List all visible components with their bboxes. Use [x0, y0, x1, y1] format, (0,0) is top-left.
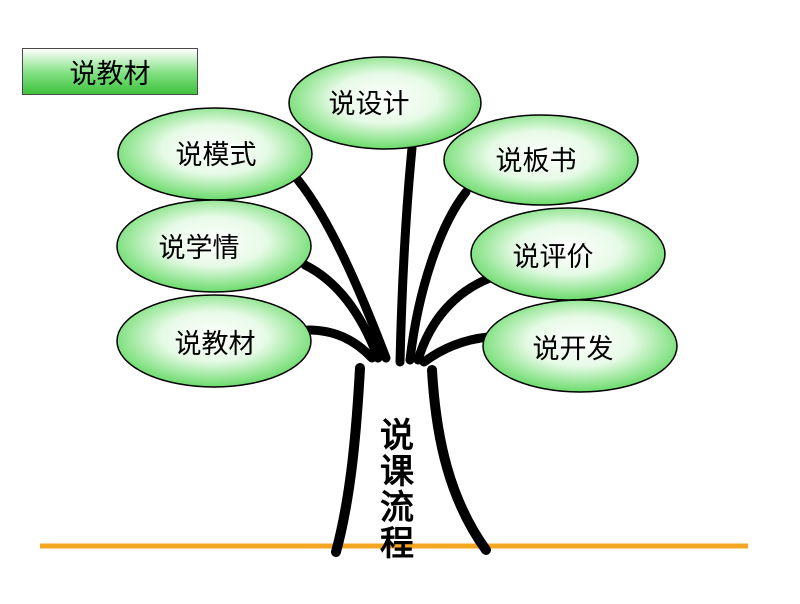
- node-develop-label: 说开发: [533, 334, 614, 365]
- trunk-right: [427, 365, 491, 555]
- title-box-label: 说教材: [69, 59, 151, 90]
- node-design-label: 说设计: [329, 89, 410, 120]
- branch-eval: [413, 273, 495, 365]
- node-mode-label: 说模式: [176, 140, 257, 171]
- trunk-left: [331, 363, 365, 557]
- trunk-label: 说 课 流 程: [372, 418, 422, 562]
- title-box: 说教材: [22, 48, 198, 95]
- node-eval: 说评价: [470, 207, 666, 301]
- trunk-char: 说: [380, 416, 414, 456]
- node-board: 说板书: [443, 114, 639, 206]
- node-student-label: 说学情: [159, 233, 240, 264]
- trunk-char: 课: [380, 452, 414, 492]
- node-material-label: 说教材: [175, 329, 256, 360]
- trunk-char: 流: [380, 488, 414, 528]
- node-develop: 说开发: [482, 299, 678, 393]
- node-material: 说教材: [116, 294, 312, 388]
- node-mode: 说模式: [117, 107, 313, 201]
- node-student: 说学情: [116, 199, 312, 293]
- trunk-char: 程: [380, 524, 414, 564]
- branch-student: [300, 260, 383, 363]
- node-design: 说设计: [288, 56, 482, 150]
- node-board-label: 说板书: [496, 146, 577, 177]
- node-eval-label: 说评价: [513, 242, 594, 273]
- branch-mode: [293, 175, 391, 363]
- branch-design: [395, 143, 417, 367]
- branch-material: [303, 325, 377, 363]
- branch-board: [405, 187, 471, 365]
- branch-develop: [419, 332, 493, 367]
